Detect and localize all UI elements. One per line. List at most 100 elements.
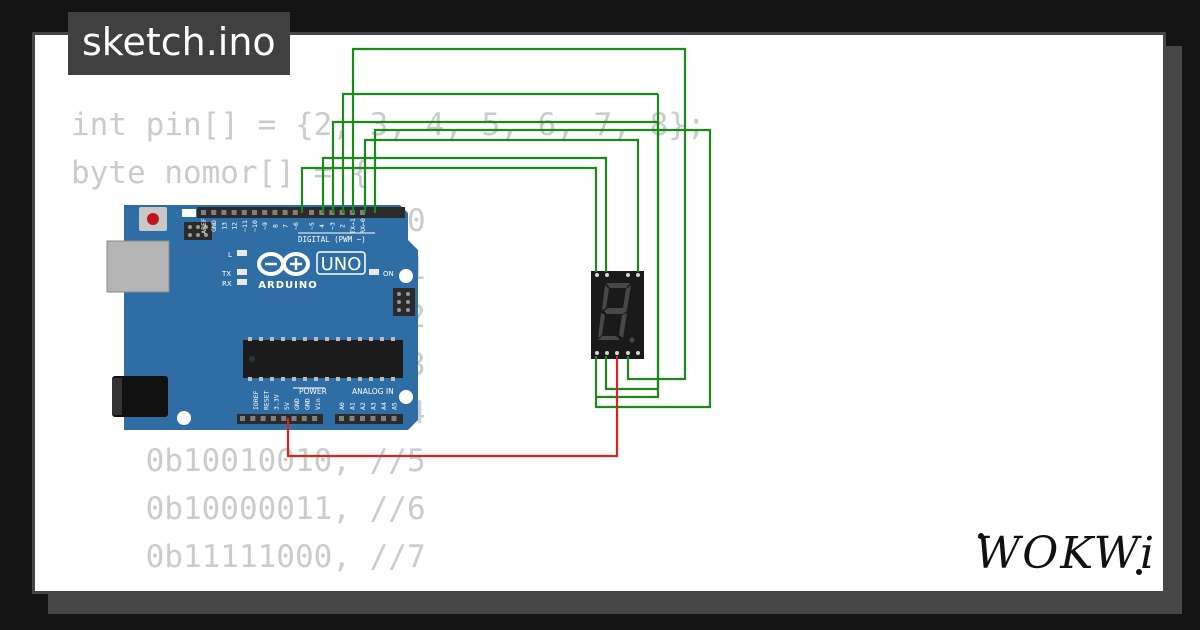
header-pin <box>339 416 344 421</box>
header-pin <box>349 416 355 421</box>
digital-pin-label: ~11 <box>241 220 249 232</box>
analog-pin-label: A2 <box>359 402 367 410</box>
power-pin-label: 3.3V <box>273 394 281 410</box>
chip-pin <box>292 377 296 381</box>
digital-pin-label: GND <box>210 220 218 232</box>
analog-label: ANALOG IN <box>352 387 394 396</box>
mounting-hole <box>399 269 413 283</box>
digital-pin-label: 4 <box>318 224 326 228</box>
chip-pin <box>369 337 373 341</box>
seven-segment-display[interactable]: 8 <box>0 0 644 359</box>
digital-pin-label: 7 <box>282 224 290 228</box>
mounting-hole <box>399 390 413 404</box>
board-model: UNO <box>321 254 362 275</box>
led-tx-label: TX <box>221 270 231 278</box>
digital-pin-label: 2 <box>339 224 347 228</box>
header-pin <box>262 210 268 215</box>
header-pin <box>291 416 297 421</box>
usb-connector <box>106 240 170 293</box>
digital-pin-label: 12 <box>231 222 239 230</box>
header-pin <box>240 416 245 421</box>
reset-button-cap[interactable] <box>147 213 159 225</box>
chip-pin <box>314 377 318 381</box>
file-name-tab: sketch.ino <box>68 12 290 75</box>
header-pin <box>381 416 386 421</box>
code-line: 0b11111000, //7 <box>71 539 426 575</box>
chip-pin <box>270 337 274 341</box>
header-pin <box>301 416 307 421</box>
chip-pin <box>380 377 384 381</box>
power-pin-label: GND <box>304 398 312 410</box>
header-pin <box>309 210 314 215</box>
chip-pin <box>336 337 340 341</box>
power-header <box>237 414 323 424</box>
display-digit: 8 <box>0 0 9 4</box>
header-pin <box>241 210 247 215</box>
header-pin <box>231 210 237 215</box>
header-pin <box>250 416 256 421</box>
mounting-hole <box>177 411 191 425</box>
chip-pin <box>325 377 329 381</box>
chip-pin <box>248 337 252 341</box>
header-pin <box>360 416 365 421</box>
board-brand: ARDUINO <box>258 280 317 291</box>
analog-pin-label: A0 <box>338 402 346 410</box>
digital-pin-label: 8 <box>271 224 279 228</box>
chip-pin <box>325 337 329 341</box>
power-pin-label: RESET <box>262 390 270 410</box>
chip-pin <box>259 337 263 341</box>
board-marker <box>182 209 196 217</box>
header-pin <box>282 210 288 215</box>
digital-pin-label: ~10 <box>251 220 259 232</box>
analog-pin-label: A4 <box>380 402 388 410</box>
header-pin <box>221 210 227 215</box>
power-pin-label: IOREF <box>252 390 260 410</box>
icsp-header-right <box>393 288 415 316</box>
chip-pin <box>336 377 340 381</box>
power-jack <box>112 376 168 417</box>
chip-pin <box>281 377 285 381</box>
display-segments <box>598 283 635 343</box>
header-pin <box>270 416 276 421</box>
chip-pin <box>358 377 362 381</box>
power-label: POWER <box>299 387 327 396</box>
chip-pin <box>292 337 296 341</box>
wokwi-logo-text: WOKWi <box>975 528 1155 579</box>
chip-pin <box>248 377 252 381</box>
header-pin <box>292 210 298 215</box>
header-pin <box>360 210 365 215</box>
header-pin <box>391 416 397 421</box>
analog-pin-label: A3 <box>370 402 378 410</box>
atmega-chip <box>243 340 403 378</box>
display-pins <box>595 273 640 355</box>
power-pin-label: GND <box>293 398 301 410</box>
digital-pin-label: RX←0 <box>359 218 367 234</box>
wokwi-logo: WOKWi <box>975 528 1155 579</box>
code-line: 0b10000011, //6 <box>71 491 426 527</box>
header-pin <box>260 416 266 421</box>
power-pin-label: 5V <box>283 402 291 410</box>
chip-pin <box>369 377 373 381</box>
code-line: 0b10010010, //5 <box>71 443 426 479</box>
digital-pin-label: AREF <box>200 218 208 234</box>
logo-dot <box>1136 569 1142 575</box>
code-line: byte nomor[] = { <box>71 155 370 191</box>
digital-pin-label: 13 <box>220 222 228 230</box>
power-wire[interactable] <box>286 356 619 458</box>
header-pin <box>211 210 217 215</box>
digital-pin-label: TX→1 <box>349 218 357 234</box>
digital-pin-label: ~6 <box>292 222 300 230</box>
code-line: int pin[] = {2, 3, 4, 5, 6, 7, 8}; <box>71 107 706 143</box>
board-pcb <box>124 205 418 430</box>
digital-label: DIGITAL (PWM ~) <box>298 235 366 244</box>
logo-dot <box>978 533 984 539</box>
led-on-label: ON <box>383 270 394 278</box>
header-pin <box>370 416 376 421</box>
chip-pin <box>391 337 395 341</box>
analog-pin-label: A1 <box>349 402 357 410</box>
power-jack-rim <box>112 378 122 415</box>
